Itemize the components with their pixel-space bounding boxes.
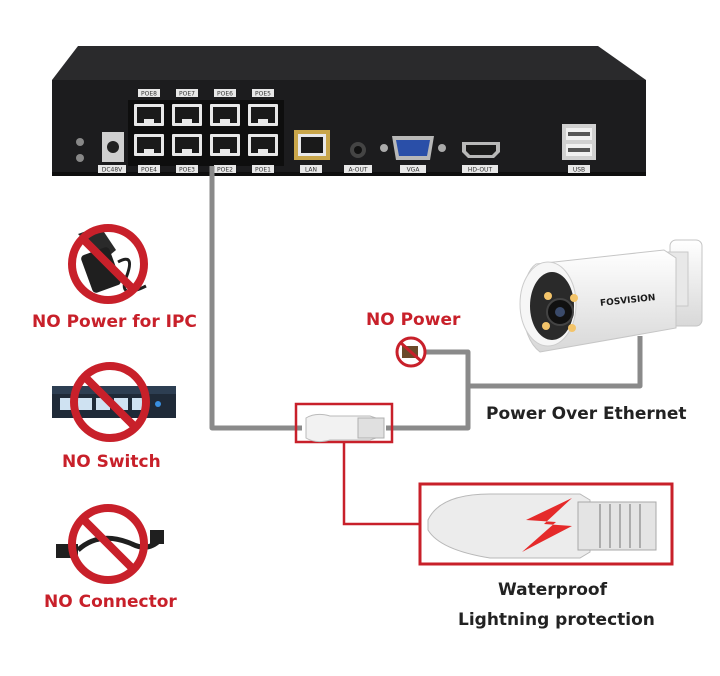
nvr-device: POE8 POE7 POE6 POE5 POE4 POE3 POE2 POE1 … bbox=[52, 46, 646, 176]
zoom-plug-panel bbox=[418, 482, 674, 566]
no-power-ipc-label: NO Power for IPC bbox=[32, 312, 197, 332]
port-label-power: DC48V bbox=[102, 167, 123, 174]
port-label-poe8: POE8 bbox=[141, 91, 157, 98]
port-label-poe7: POE7 bbox=[179, 91, 195, 98]
no-switch-label: NO Switch bbox=[62, 452, 161, 472]
waterproof-label: Waterproof bbox=[498, 580, 607, 600]
ground-icon bbox=[76, 154, 84, 162]
screw-icon bbox=[76, 138, 84, 146]
port-label-poe4: POE4 bbox=[141, 167, 157, 174]
rj45-plug-inline bbox=[294, 402, 394, 444]
port-label-hdmi: HD-OUT bbox=[468, 167, 493, 174]
no-power-plug-icon bbox=[395, 336, 427, 368]
port-label-lan: LAN bbox=[305, 167, 317, 174]
port-label-vga: VGA bbox=[407, 167, 421, 174]
poe-label: Power Over Ethernet bbox=[486, 404, 687, 424]
network-switch-prohibited-icon bbox=[52, 362, 176, 442]
power-adapter-prohibited-icon bbox=[68, 224, 148, 304]
zoom-leader-line bbox=[342, 442, 420, 526]
port-label-poe2: POE2 bbox=[217, 167, 233, 174]
splitter-connector-prohibited-icon bbox=[56, 504, 164, 584]
no-connector-label: NO Connector bbox=[44, 592, 177, 612]
no-power-label: NO Power bbox=[366, 310, 461, 330]
hdmi-port bbox=[462, 142, 500, 158]
ethernet-cables bbox=[209, 166, 643, 431]
bullet-camera: FOSVISION bbox=[519, 239, 703, 353]
port-label-poe5: POE5 bbox=[255, 91, 271, 98]
usb-ports bbox=[562, 124, 596, 160]
port-label-audio: A-OUT bbox=[348, 167, 367, 174]
port-label-poe1: POE1 bbox=[255, 167, 271, 174]
lightning-protection-label: Lightning protection bbox=[458, 610, 655, 630]
lan-port bbox=[294, 130, 330, 160]
port-label-usb: USB bbox=[573, 167, 585, 174]
port-label-poe3: POE3 bbox=[179, 167, 195, 174]
vga-port bbox=[380, 136, 446, 160]
port-label-poe6: POE6 bbox=[217, 91, 233, 98]
